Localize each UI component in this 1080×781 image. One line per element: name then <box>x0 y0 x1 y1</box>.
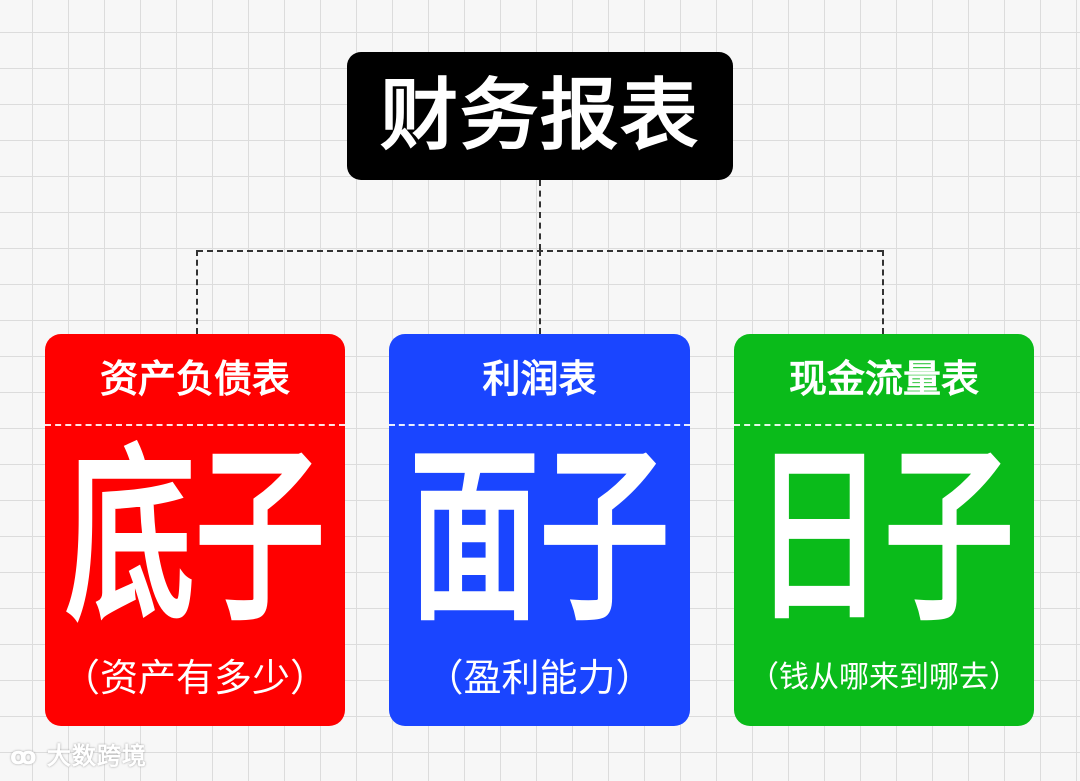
card-heading: 资产负债表 <box>45 334 345 426</box>
card-keyword-row: 底子 <box>45 426 345 648</box>
watermark-logo-icon: ꝏ <box>10 742 47 770</box>
card-subtitle: （盈利能力） <box>425 656 654 700</box>
card-keyword-row: 面子 <box>389 426 690 648</box>
card-heading: 利润表 <box>389 334 690 426</box>
connector-line <box>539 250 541 334</box>
connector-line <box>882 250 884 334</box>
card-keyword: 日子 <box>753 426 1014 648</box>
card-balance-sheet: 资产负债表 底子 （资产有多少） <box>45 334 345 726</box>
card-keyword-row: 日子 <box>734 426 1034 648</box>
card-cash-flow-statement: 现金流量表 日子 （钱从哪来到哪去） <box>734 334 1034 726</box>
card-subtitle: （钱从哪来到哪去） <box>749 660 1019 695</box>
card-heading: 现金流量表 <box>734 334 1034 426</box>
watermark-text: 大数跨境 <box>46 742 147 770</box>
card-keyword: 面子 <box>409 426 670 648</box>
card-keyword: 底子 <box>64 426 325 648</box>
root-node-title: 财务报表 <box>347 52 733 180</box>
card-income-statement: 利润表 面子 （盈利能力） <box>389 334 690 726</box>
watermark: ꝏ 大数跨境 <box>10 744 147 768</box>
connector-line <box>539 180 541 250</box>
card-subtitle: （资产有多少） <box>61 656 328 700</box>
connector-line <box>196 250 198 334</box>
